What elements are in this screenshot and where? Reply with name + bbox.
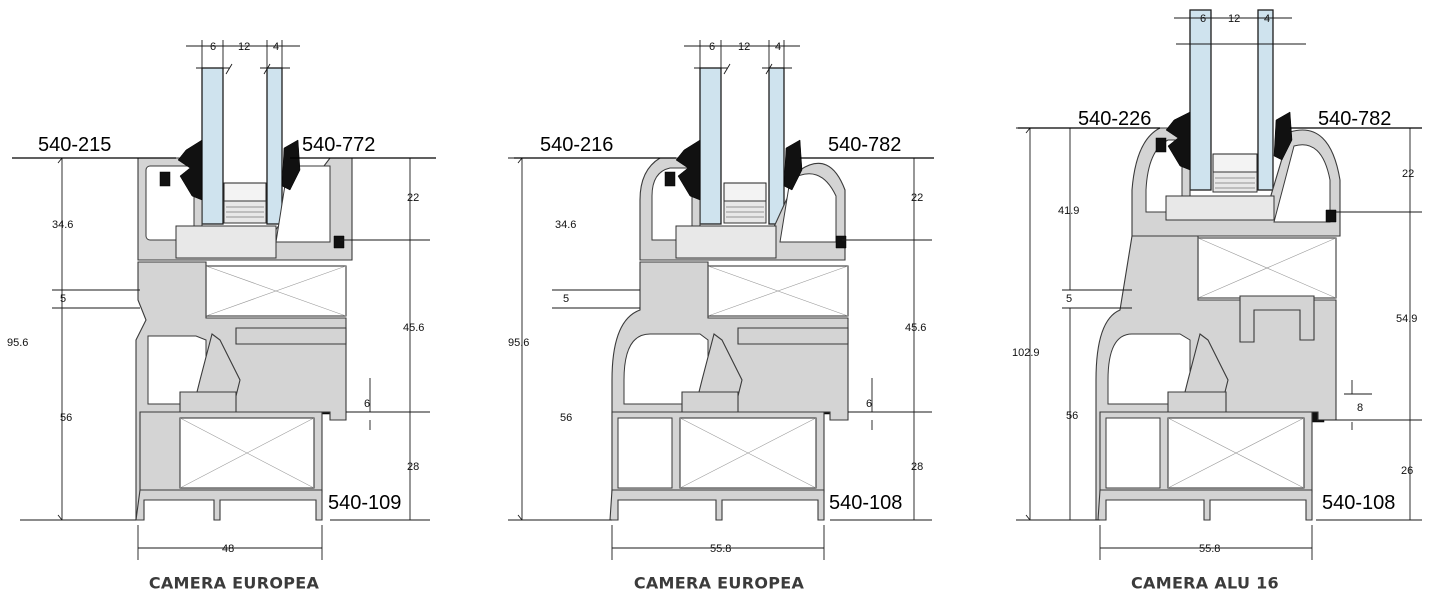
section-3-dim-upper-left: 41.9 <box>1058 205 1079 217</box>
section-2-code-glazing-bead: 540-216 <box>540 134 613 156</box>
section-1-dim-gap-left: 5 <box>60 293 66 305</box>
section-1-drawing: 6 12 4 95.6 34.6 5 56 22 45.6 6 28 48 54… <box>7 40 436 560</box>
section-1-dim-glass-left: 6 <box>210 41 216 53</box>
section-1-dim-glass-gap: 12 <box>238 41 250 53</box>
section-3-dim-gap-left: 5 <box>1066 293 1072 305</box>
section-1-code-sash-top: 540-772 <box>302 134 375 156</box>
section-1-glazing <box>196 63 290 225</box>
section-1-thermal-break <box>205 265 347 317</box>
section-2-code-frame: 540-108 <box>829 492 902 514</box>
section-1-dim-glass-right: 4 <box>273 41 279 53</box>
section-1-dim-bottom-right: 28 <box>407 461 419 473</box>
section-3-dim-gap-right: 8 <box>1357 402 1363 414</box>
section-1-frame-profile <box>135 261 347 521</box>
section-3-caption: CAMERA ALU 16 <box>1131 573 1279 593</box>
section-2-glazing <box>694 63 792 225</box>
section-3-code-frame: 540-108 <box>1322 492 1395 514</box>
section-2-dim-lower-left: 56 <box>560 412 572 424</box>
section-2-dim-gap-left: 5 <box>563 293 569 305</box>
section-1-code-glazing-bead: 540-215 <box>38 134 111 156</box>
section-2-thermal-break <box>707 265 849 317</box>
section-1-code-frame: 540-109 <box>328 492 401 514</box>
section-1-dim-upper-left: 34.6 <box>52 219 73 231</box>
section-2-dim-width: 55.8 <box>710 543 731 555</box>
section-2-dim-total-height: 95.6 <box>508 337 529 349</box>
section-2-frame-profile <box>609 261 849 521</box>
section-3-dim-glass-left: 6 <box>1200 13 1206 25</box>
section-3-dim-glass-right: 4 <box>1264 13 1270 25</box>
section-2-dim-gap-right: 6 <box>866 398 872 410</box>
section-3-dim-total-height: 102.9 <box>1012 347 1040 359</box>
section-1-dim-total-height: 95.6 <box>7 337 28 349</box>
section-3-glazing <box>1176 9 1306 193</box>
section-2-dim-glass-gap: 12 <box>738 41 750 53</box>
section-3-dim-bottom-right: 26 <box>1401 465 1413 477</box>
section-3-dim-width: 55.8 <box>1199 543 1220 555</box>
section-3-dim-top-right: 22 <box>1402 168 1414 180</box>
section-1-dim-lower-left: 56 <box>60 412 72 424</box>
section-3-dim-glass-gap: 12 <box>1228 13 1240 25</box>
section-2-dim-top-right: 22 <box>911 192 923 204</box>
section-2-dim-upper-left: 34.6 <box>555 219 576 231</box>
section-3-code-sash-top: 540-782 <box>1318 108 1391 130</box>
section-2-dim-glass-left: 6 <box>709 41 715 53</box>
section-3-dim-lower-left: 56 <box>1066 410 1078 422</box>
section-2-dim-glass-right: 4 <box>775 41 781 53</box>
section-2-dim-mid-right: 45.6 <box>905 322 926 334</box>
section-3-drawing: 6 12 4 102.9 41.9 5 56 22 54.9 8 26 55.8… <box>1012 9 1422 560</box>
section-3-frame-profile <box>1095 235 1337 521</box>
section-2-caption: CAMERA EUROPEA <box>633 573 805 593</box>
section-2-dim-bottom-right: 28 <box>911 461 923 473</box>
section-3-dim-mid-right: 54.9 <box>1396 313 1417 325</box>
section-1-caption: CAMERA EUROPEA <box>148 573 320 593</box>
section-2-drawing: 6 12 4 95.6 34.6 5 56 22 45.6 6 28 55.8 … <box>508 40 934 560</box>
section-3-code-glazing-bead: 540-226 <box>1078 108 1151 130</box>
section-2-code-sash-top: 540-782 <box>828 134 901 156</box>
section-1-dim-width: 48 <box>222 543 234 555</box>
section-1-dim-mid-right: 45.6 <box>403 322 424 334</box>
section-1-dim-gap-right: 6 <box>364 398 370 410</box>
section-1-dim-top-right: 22 <box>407 192 419 204</box>
